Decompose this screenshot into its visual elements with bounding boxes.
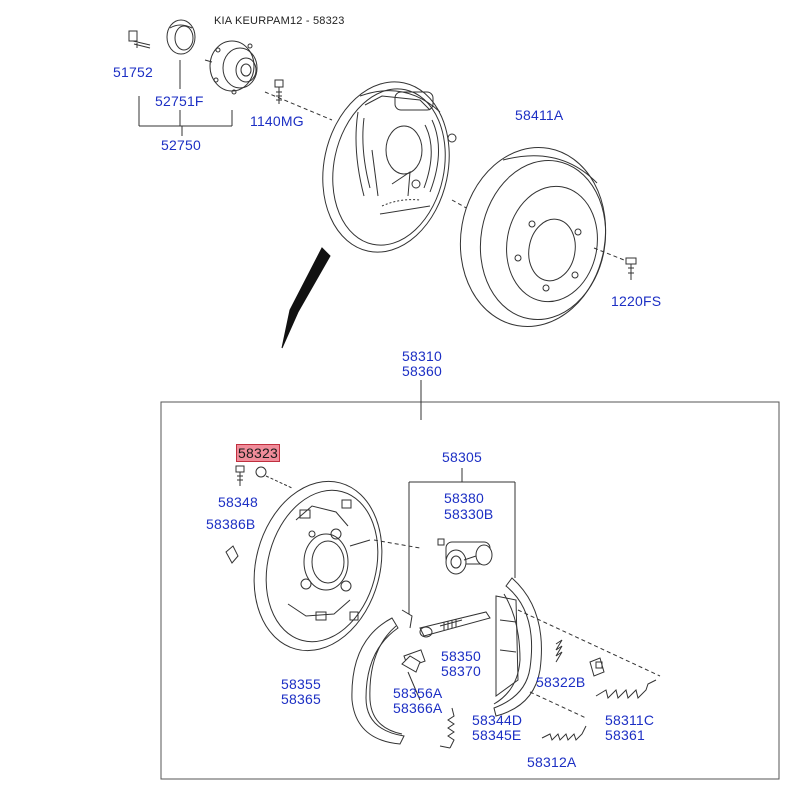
part-group-bracket	[139, 60, 232, 136]
retainer-part[interactable]	[590, 658, 604, 676]
hub-bearing-part[interactable]	[205, 41, 257, 94]
part-number-58365[interactable]: 58365	[281, 691, 321, 707]
return-spring-part[interactable]	[440, 708, 454, 748]
part-number-58350[interactable]: 58350	[441, 648, 481, 664]
part-number-58322B[interactable]: 58322B	[536, 674, 586, 690]
brake-drum-part[interactable]	[446, 136, 619, 338]
adjuster-part[interactable]	[420, 612, 490, 637]
part-number-1140MG[interactable]: 1140MG	[250, 113, 304, 129]
part-number-1220FS[interactable]: 1220FS	[611, 293, 662, 309]
clip-part[interactable]	[402, 656, 420, 672]
part-number-51752[interactable]: 51752	[113, 64, 153, 80]
washer-58323-part[interactable]	[256, 467, 292, 488]
part-number-58360[interactable]: 58360	[402, 363, 442, 379]
wheel-cylinder-part[interactable]	[438, 539, 492, 574]
part-number-58330B[interactable]: 58330B	[444, 506, 494, 522]
part-number-52750[interactable]: 52750	[161, 137, 201, 153]
drum-screw-part[interactable]	[594, 248, 636, 280]
part-number-58366A[interactable]: 58366A	[393, 700, 443, 716]
lower-spring-part[interactable]	[596, 680, 656, 698]
bleeder-bolt-part[interactable]	[236, 466, 244, 486]
brake-shoe-left-part[interactable]	[352, 610, 425, 744]
part-number-58311C[interactable]: 58311C	[605, 712, 655, 728]
hub-bolt-part[interactable]	[129, 31, 150, 48]
diagram-title: KIA KEURPAM12 - 58323	[214, 15, 345, 27]
detail-arrow	[282, 248, 330, 348]
part-number-58323-highlighted[interactable]: 58323	[236, 444, 280, 462]
backing-plate-part[interactable]	[236, 467, 420, 665]
part-number-58356A[interactable]: 58356A	[393, 685, 443, 701]
part-number-58386B[interactable]: 58386B	[206, 516, 256, 532]
part-number-58370[interactable]: 58370	[441, 663, 481, 679]
part-number-58345E[interactable]: 58345E	[472, 727, 522, 743]
part-number-58305[interactable]: 58305	[442, 449, 482, 465]
upper-spring-part[interactable]	[542, 726, 586, 740]
assembly-axis-line	[265, 92, 332, 120]
part-number-52751F[interactable]: 52751F	[155, 93, 204, 109]
part-number-58310[interactable]: 58310	[402, 348, 442, 364]
flange-bolt-part[interactable]	[275, 80, 283, 104]
plug-part[interactable]	[226, 546, 238, 563]
part-number-58355[interactable]: 58355	[281, 676, 321, 692]
part-number-58411A[interactable]: 58411A	[515, 107, 564, 123]
part-number-58361[interactable]: 58361	[605, 727, 645, 743]
bracket-58305	[409, 468, 515, 614]
backing-plate-top-part[interactable]	[307, 70, 464, 264]
part-number-58312A[interactable]: 58312A	[527, 754, 577, 770]
part-number-58380[interactable]: 58380	[444, 490, 484, 506]
hold-down-spring-part[interactable]	[556, 640, 562, 662]
part-number-58348[interactable]: 58348	[218, 494, 258, 510]
detail-dashed-lines	[518, 610, 660, 718]
detail-box	[161, 402, 779, 779]
part-number-58344D[interactable]: 58344D	[472, 712, 523, 728]
hub-cap-part[interactable]	[167, 20, 195, 54]
brake-shoe-right-part[interactable]	[494, 578, 541, 716]
